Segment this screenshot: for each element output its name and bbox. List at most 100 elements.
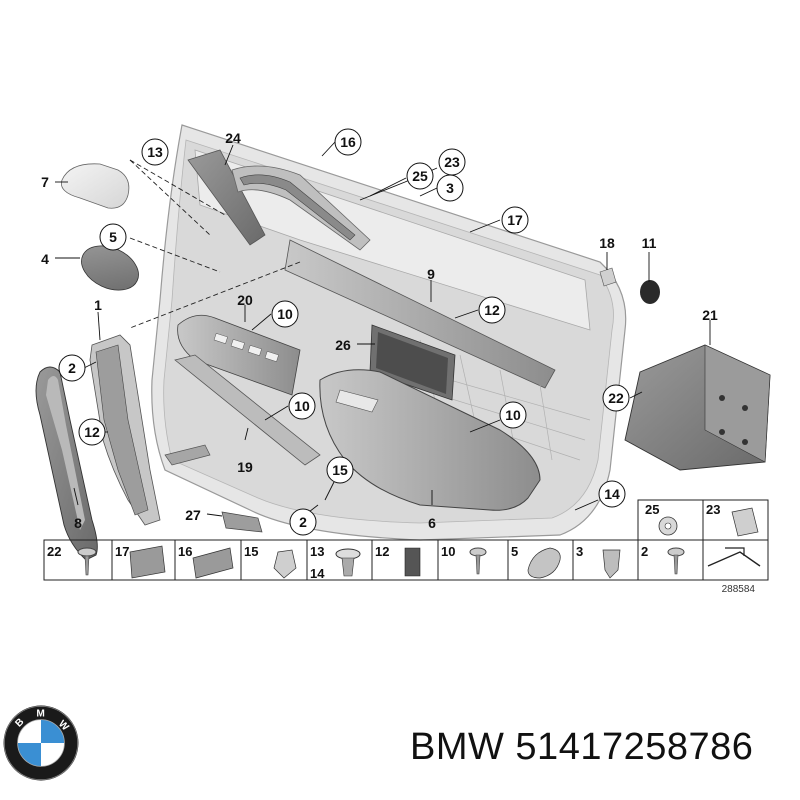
callout-24: 24 [225,130,241,146]
door-panel [129,124,627,541]
legend-icons [77,507,761,579]
callout-25: 25 [406,162,434,190]
legend-cells: 25 23 22 17 16 15 13 12 10 5 3 2 14 [47,502,720,581]
callout-label: 21 [702,307,718,323]
callout-circle [478,296,506,324]
callout-9: 9 [427,266,435,282]
callout-22: 22 [602,384,630,412]
callout-label: 22 [608,390,624,406]
callout-3: 3 [436,174,464,202]
legend-label: 2 [641,544,648,559]
legend-label: 25 [645,502,659,517]
callout-27: 27 [185,507,201,523]
legend-label: 22 [47,544,61,559]
callout-label: 27 [185,507,201,523]
callout-circle [326,456,354,484]
svg-text:M: M [36,708,44,719]
callout-label: 9 [427,266,435,282]
callout-6: 6 [428,515,436,531]
callout-label: 10 [505,407,521,423]
callout-label: 25 [412,168,428,184]
callout-label: 10 [294,398,310,414]
callout-23: 23 [438,148,466,176]
callout-19: 19 [237,459,253,475]
legend-label: 16 [178,544,192,559]
legend-label: 14 [310,566,325,581]
callout-circle [602,384,630,412]
legend-label: 15 [244,544,258,559]
callout-label: 23 [444,154,460,170]
callout-circle [598,480,626,508]
loose-parts [61,163,771,533]
callout-17: 17 [501,206,529,234]
callout-circle [501,206,529,234]
callout-10: 10 [288,392,316,420]
callout-2: 2 [58,354,86,382]
callout-label: 2 [299,514,307,530]
callout-circle [289,508,317,536]
callout-label: 17 [507,212,523,228]
callout-label: 24 [225,130,241,146]
callout-13: 13 [141,138,169,166]
callout-4: 4 [41,251,49,267]
callout-circle [78,418,106,446]
callout-7: 7 [41,174,49,190]
callout-label: 12 [84,424,100,440]
callout-circle [436,174,464,202]
callout-26: 26 [335,337,351,353]
callout-label: 1 [94,297,102,313]
callout-label: 11 [642,235,657,251]
legend-label: 10 [441,544,455,559]
callout-circle [141,138,169,166]
door-handle-parts [35,334,161,561]
callout-1: 1 [94,297,102,313]
callout-10: 10 [271,300,299,328]
callout-8: 8 [74,515,82,531]
footer: B M W BMW 51417258786 [0,690,800,800]
callout-label: 14 [604,486,620,502]
callout-label: 2 [68,360,76,376]
callout-12: 12 [478,296,506,324]
callout-circle [499,401,527,429]
callout-label: 5 [109,229,117,245]
legend-label: 12 [375,544,389,559]
callout-5: 5 [99,223,127,251]
callout-circle [271,300,299,328]
callout-10: 10 [499,401,527,429]
callout-label: 15 [332,462,348,478]
callout-label: 20 [237,292,253,308]
callout-label: 16 [340,134,356,150]
callout-12: 12 [78,418,106,446]
callout-circle [288,392,316,420]
callout-18: 18 [599,235,615,251]
callout-circle [406,162,434,190]
callout-2: 2 [289,508,317,536]
callout-20: 20 [237,292,253,308]
callout-label: 13 [147,144,163,160]
callout-circle [334,128,362,156]
callout-circle [58,354,86,382]
legend-label: 13 [310,544,324,559]
callout-circle [99,223,127,251]
image-code: 288584 [722,584,756,595]
callout-label: 19 [237,459,253,475]
callout-21: 21 [702,307,718,323]
legend-label: 3 [576,544,583,559]
callout-label: 7 [41,174,49,190]
callout-label: 18 [599,235,615,251]
callout-11: 11 [642,235,657,251]
callout-label: 3 [446,180,454,196]
legend-label: 17 [115,544,129,559]
parts-diagram: 1324167232531754181191201012212262210121… [35,124,771,595]
bmw-logo-icon: B M W [3,705,79,781]
callout-label: 6 [428,515,436,531]
legend-label: 23 [706,502,720,517]
legend-label: 5 [511,544,518,559]
callout-label: 12 [484,302,500,318]
callout-label: 26 [335,337,351,353]
callout-15: 15 [326,456,354,484]
callout-label: 8 [74,515,82,531]
callout-label: 10 [277,306,293,322]
callout-label: 4 [41,251,49,267]
